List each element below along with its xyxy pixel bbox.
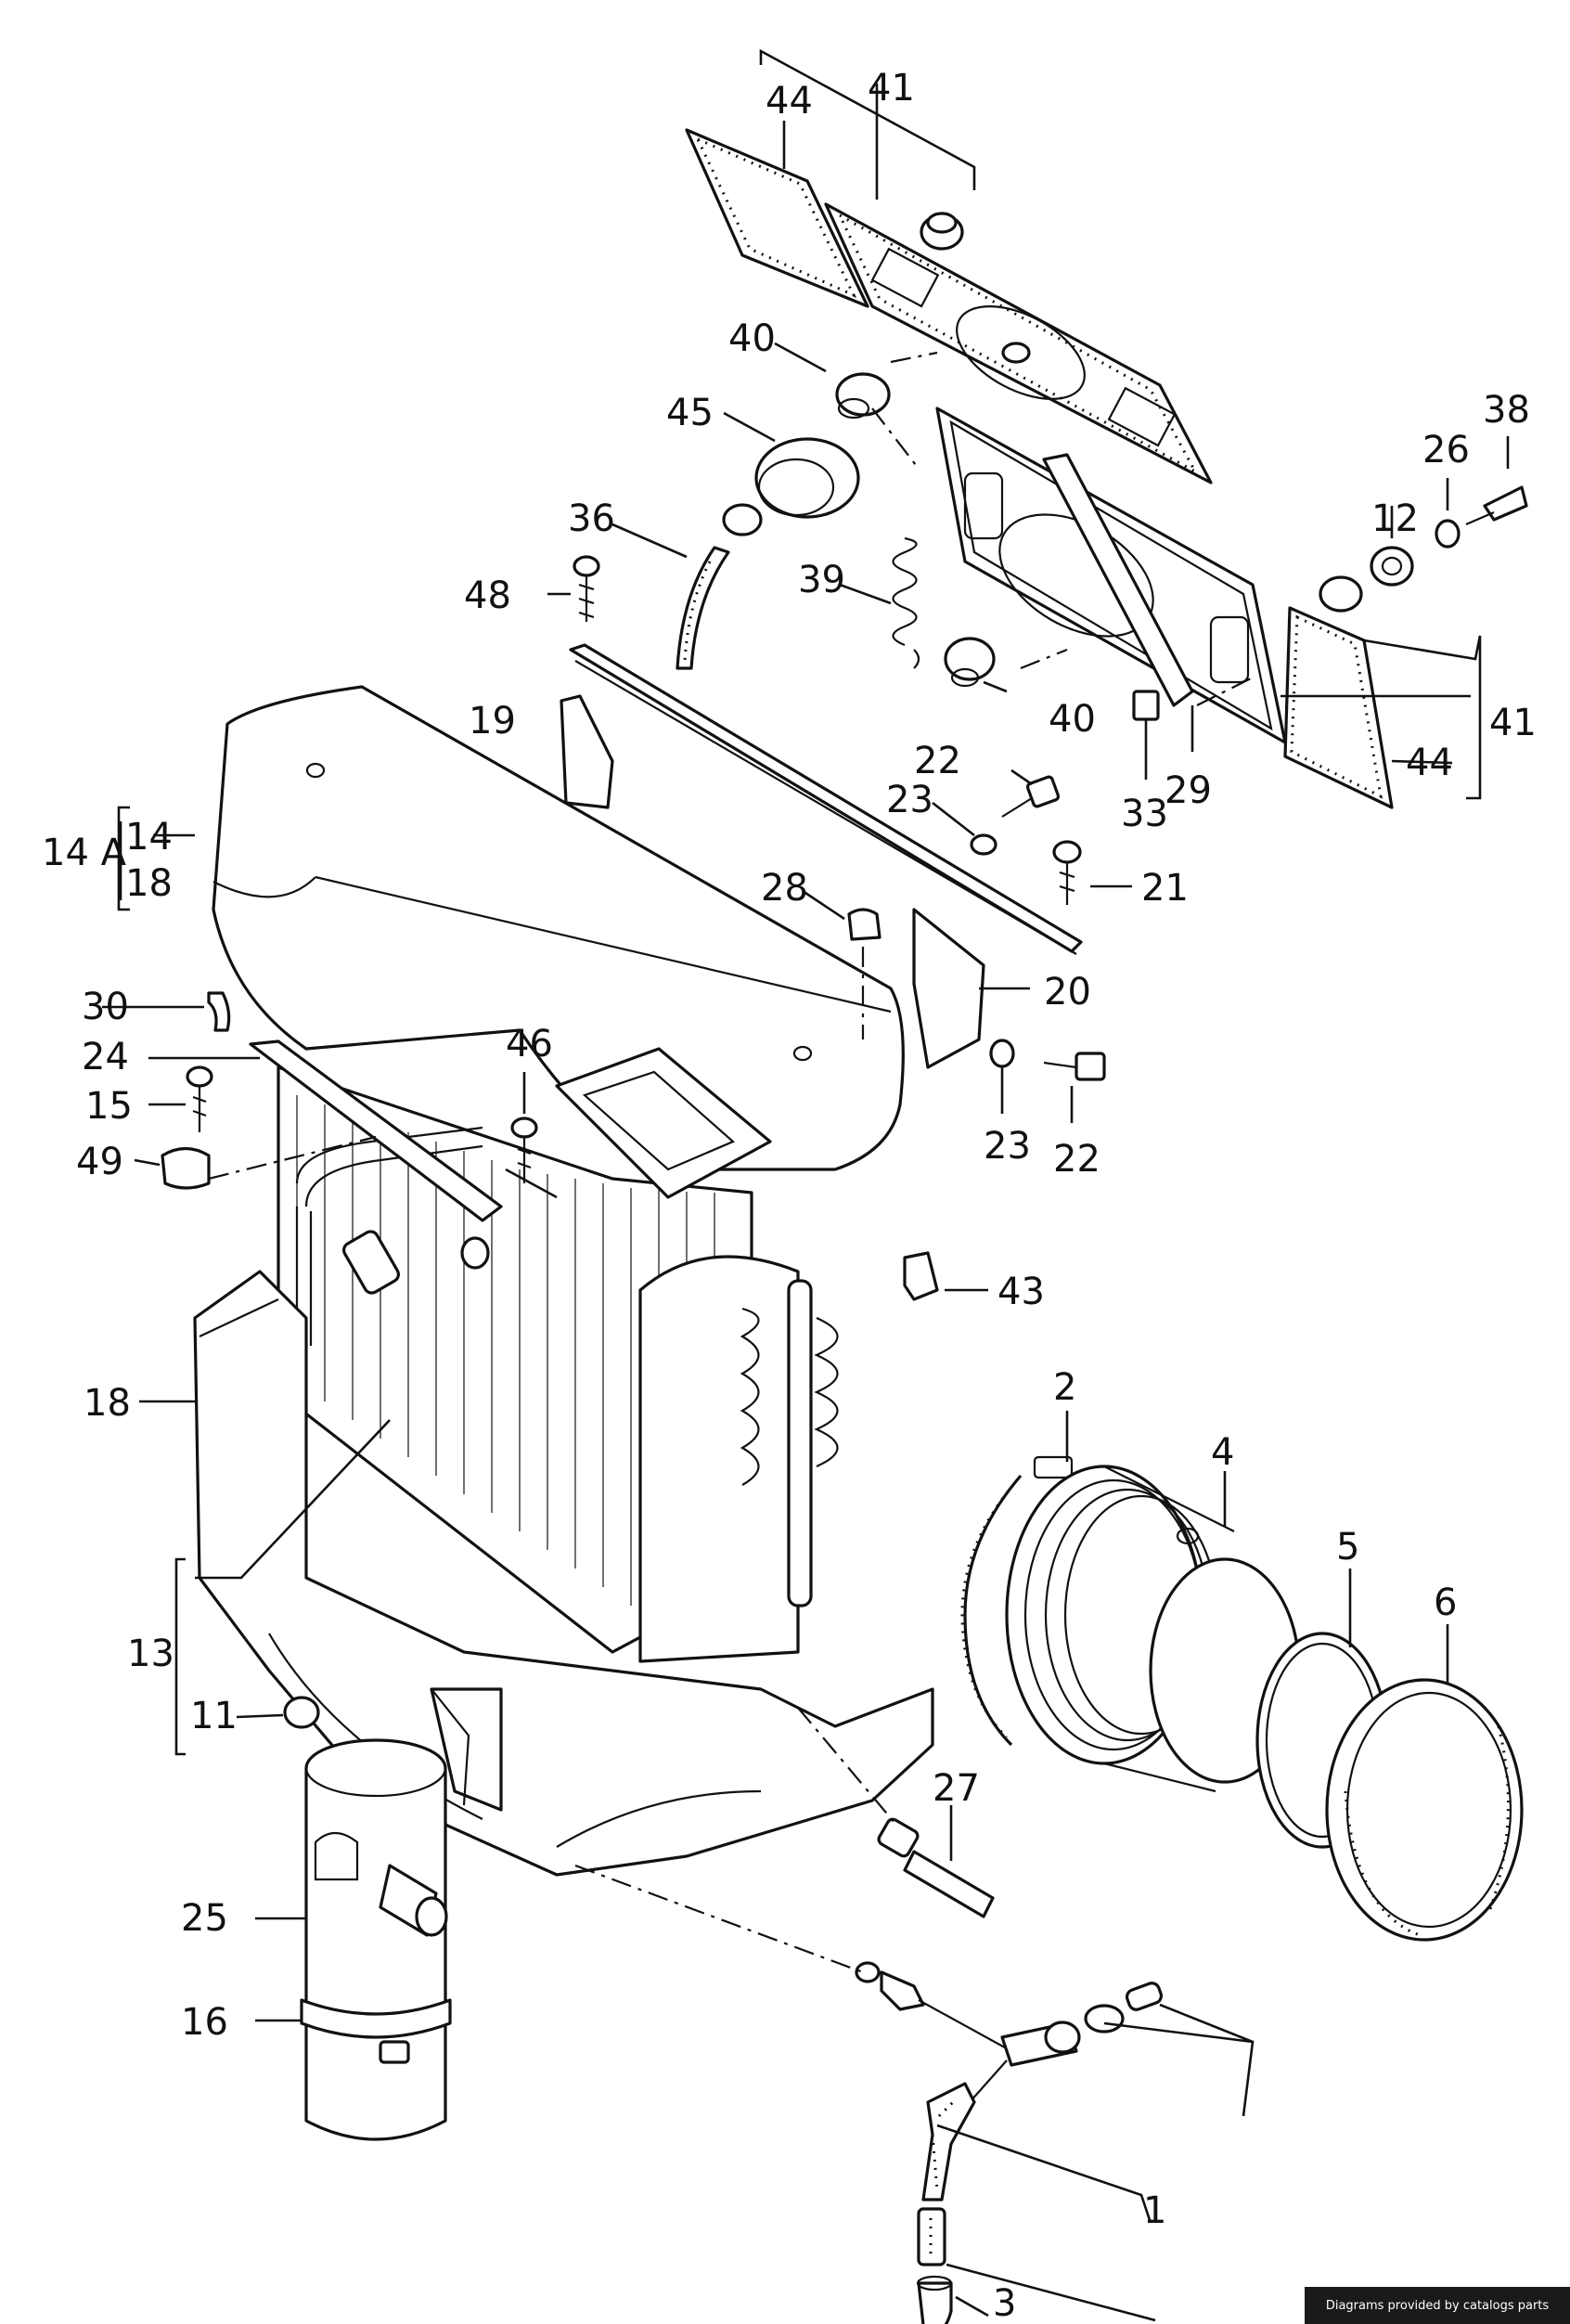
- callout-41-right: 41: [1489, 702, 1537, 744]
- grommet-right: [1319, 575, 1363, 613]
- callout-49: 49: [76, 1141, 123, 1183]
- callout-30: 30: [82, 986, 129, 1028]
- callout-labels: 44 41 40 45 36 48 39 40 12 26 38 41 44 3…: [42, 67, 1537, 2324]
- washer-23-mid: [989, 1039, 1015, 1068]
- clip-43: [903, 1251, 939, 1301]
- grommet-40-lower: [944, 637, 996, 688]
- callout-33: 33: [1121, 793, 1168, 835]
- callout-24: 24: [82, 1036, 129, 1078]
- spring-39: [892, 536, 920, 669]
- flap-lever-29: [1042, 453, 1194, 707]
- bracket-19: [560, 694, 614, 809]
- callout-20: 20: [1044, 971, 1091, 1014]
- callout-23-top: 23: [886, 779, 933, 821]
- callout-40-lower: 40: [1049, 698, 1096, 741]
- callout-36: 36: [568, 497, 615, 540]
- screw-38: [1465, 485, 1528, 526]
- washer-26: [1435, 519, 1461, 549]
- callout-13: 13: [127, 1633, 174, 1675]
- callout-27: 27: [933, 1767, 980, 1810]
- grommet-40-upper: [835, 372, 891, 420]
- clip-33: [1132, 690, 1160, 721]
- seal-24: [249, 1039, 503, 1222]
- callout-29: 29: [1165, 769, 1212, 812]
- bushing-12: [1370, 546, 1414, 587]
- grommet-top: [920, 212, 964, 251]
- alignment-lines: [208, 351, 1254, 1974]
- seal-2: [960, 1455, 1074, 1747]
- callout-21: 21: [1141, 867, 1189, 910]
- vacuum-unit-45: [722, 437, 860, 536]
- callout-15: 15: [85, 1085, 133, 1128]
- bolt-22-mid: [1043, 1052, 1106, 1081]
- duct-20: [912, 908, 985, 1069]
- hose-lower: [917, 2207, 946, 2266]
- callout-16: 16: [181, 2001, 228, 2044]
- callout-2: 2: [1053, 1366, 1076, 1409]
- callout-23-mid: 23: [984, 1125, 1031, 1168]
- evaporator-13: [277, 1065, 839, 1663]
- air-duct-inlet: [555, 1047, 772, 1199]
- callout-12: 12: [1371, 497, 1419, 540]
- upper-cover-plate-41: [824, 202, 1213, 484]
- hose-36: [676, 546, 730, 670]
- callout-45: 45: [666, 392, 714, 434]
- screw-48: [573, 555, 600, 622]
- callout-43: 43: [997, 1271, 1045, 1313]
- screw-21: [1052, 840, 1082, 905]
- blower-housing-4: [1005, 1465, 1301, 1793]
- housing-cover-14: [212, 685, 905, 1171]
- upper-gasket-44: [685, 128, 869, 308]
- callout-18-top: 18: [125, 862, 173, 905]
- callout-25: 25: [181, 1897, 228, 1940]
- callout-28: 28: [761, 867, 808, 910]
- clamp-16: [300, 1998, 452, 2064]
- clip-28: [847, 908, 882, 1039]
- callout-6: 6: [1434, 1582, 1457, 1624]
- callout-19: 19: [469, 700, 516, 742]
- callout-44-right: 44: [1406, 742, 1453, 784]
- gasket-44-right: [1283, 606, 1394, 809]
- callout-46: 46: [506, 1023, 553, 1065]
- credit-badge: Diagrams provided by catalogs parts: [1305, 2287, 1570, 2324]
- end-cap-3: [916, 2275, 953, 2324]
- screw-46: [510, 1117, 538, 1183]
- drain-bracket: [430, 1687, 503, 1812]
- receiver-drier-25: [304, 1738, 448, 2141]
- seal-strip-20: [569, 643, 1083, 955]
- hose-upper: [921, 2082, 976, 2201]
- callout-38: 38: [1483, 389, 1530, 432]
- callout-5: 5: [1336, 1526, 1359, 1569]
- callout-14: 14: [125, 816, 173, 859]
- bolt-22-top: [1001, 775, 1061, 818]
- callout-1: 1: [1143, 2189, 1166, 2232]
- brace-14a: [117, 806, 130, 911]
- callout-39: 39: [798, 559, 845, 601]
- callout-44-top: 44: [766, 80, 813, 123]
- callout-18-bottom: 18: [84, 1382, 131, 1425]
- screw-15: [186, 1065, 213, 1132]
- callout-4: 4: [1211, 1431, 1234, 1474]
- callout-22-mid: 22: [1053, 1138, 1100, 1181]
- callout-3: 3: [993, 2282, 1016, 2324]
- callout-40-upper: 40: [728, 317, 776, 360]
- clip-49: [161, 1146, 211, 1190]
- callout-14a: 14 A: [42, 832, 127, 874]
- ring-6: [1325, 1678, 1524, 1942]
- clamp-clip: [1084, 1982, 1164, 2034]
- cable-1: [855, 1961, 1081, 2103]
- leader-lines: [102, 48, 1510, 2322]
- callout-11: 11: [190, 1695, 238, 1737]
- callout-26: 26: [1422, 429, 1470, 471]
- expansion-valve: [342, 1230, 490, 1295]
- sensor-27: [877, 1817, 995, 1918]
- callout-22-top: 22: [914, 740, 961, 782]
- callout-41-top: 41: [868, 67, 915, 110]
- callout-48: 48: [464, 575, 511, 617]
- o-ring-11: [283, 1696, 320, 1729]
- washer-23-top: [970, 833, 997, 856]
- pipe-clip-30: [207, 991, 231, 1032]
